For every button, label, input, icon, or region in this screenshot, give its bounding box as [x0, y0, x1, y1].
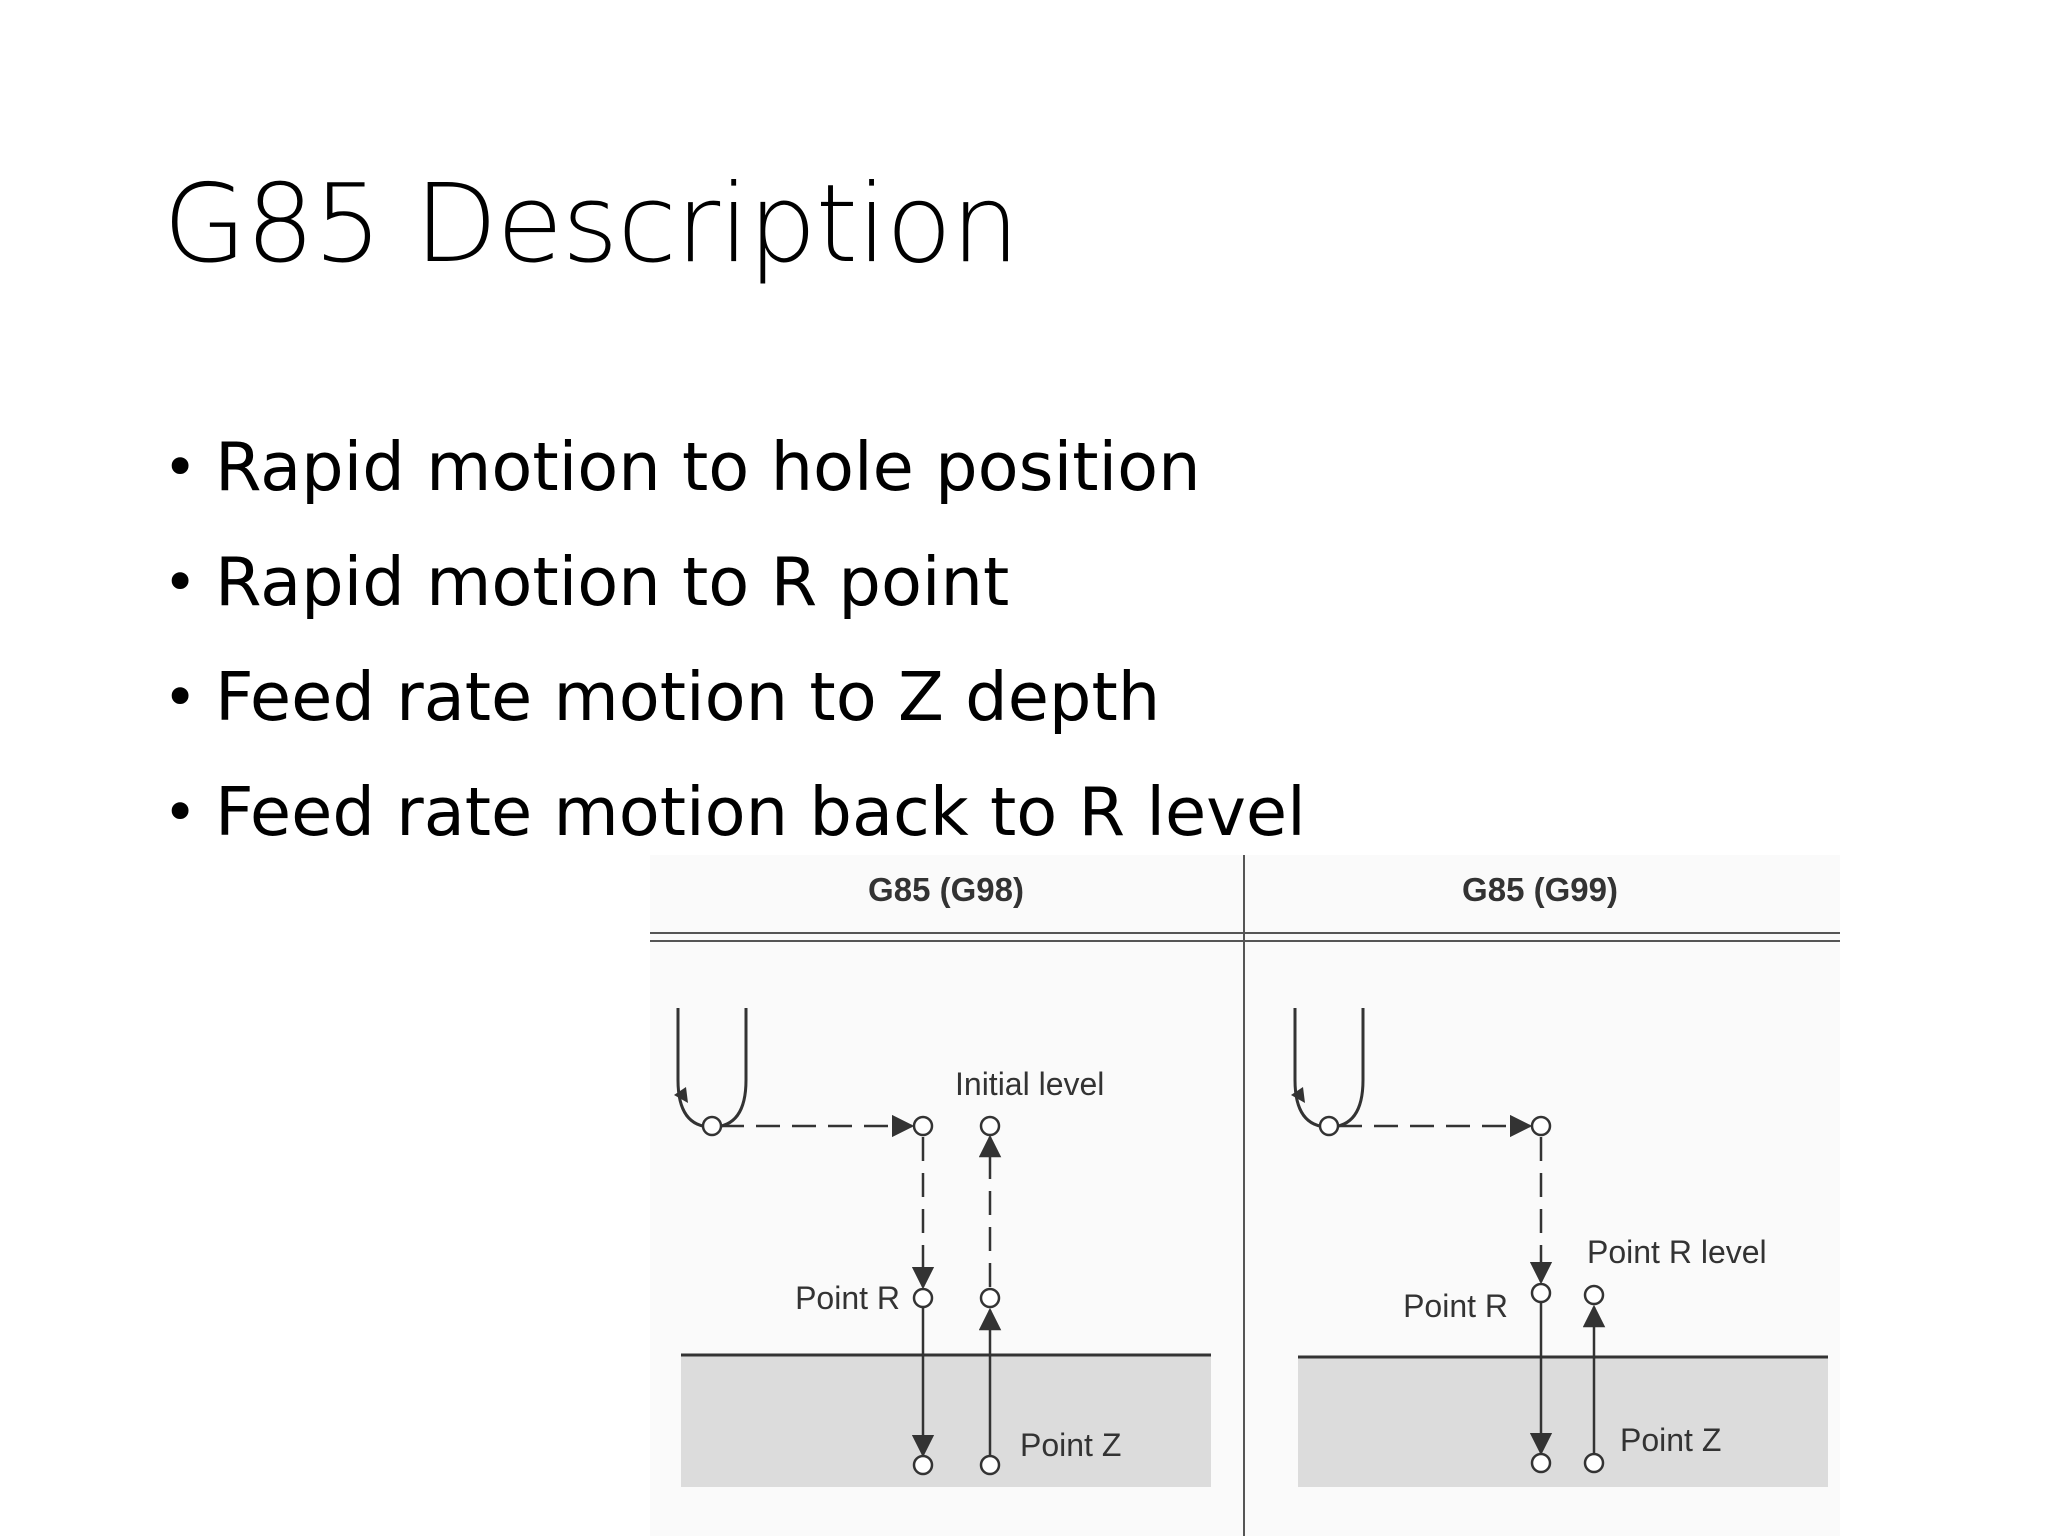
bullet-dot: •	[163, 663, 198, 731]
right-hole-point	[1530, 1115, 1552, 1137]
right-point-r-level-point	[1583, 1284, 1605, 1306]
right-point-z-return	[1583, 1452, 1605, 1474]
left-point-z-return	[979, 1454, 1001, 1476]
right-panel: Point R level Point R Point Z	[1291, 1008, 1828, 1487]
bullet-text: Feed rate motion back to R level	[215, 773, 1306, 851]
bullet-item: •Feed rate motion back to R level	[163, 765, 1306, 880]
right-tool-tip-icon	[1291, 1087, 1305, 1103]
bullet-list: •Rapid motion to hole position •Rapid mo…	[163, 420, 1306, 880]
left-hole-point	[912, 1115, 934, 1137]
left-point-z-label: Point Z	[1020, 1427, 1121, 1463]
left-initial-level-point	[979, 1115, 1001, 1137]
left-panel: Initial level Point R Point Z	[674, 1008, 1211, 1487]
right-point-r-level-label: Point R level	[1587, 1234, 1767, 1270]
right-point-r-label: Point R	[1403, 1288, 1508, 1324]
bullet-dot: •	[163, 433, 198, 501]
bullet-dot: •	[163, 548, 198, 616]
right-workpiece	[1298, 1357, 1828, 1487]
left-point-r-return	[979, 1287, 1001, 1309]
bullet-item: •Feed rate motion to Z depth	[163, 650, 1306, 765]
left-point-r-label: Point R	[795, 1280, 900, 1316]
left-start-point	[701, 1115, 723, 1137]
slide-title: G85 Description	[163, 162, 1020, 287]
left-point-z	[912, 1454, 934, 1476]
bullet-item: •Rapid motion to hole position	[163, 420, 1306, 535]
left-workpiece	[681, 1355, 1211, 1487]
left-point-r	[912, 1287, 934, 1309]
right-point-z-label: Point Z	[1620, 1422, 1721, 1458]
bullet-text: Rapid motion to hole position	[215, 428, 1201, 506]
right-start-point	[1318, 1115, 1340, 1137]
left-tool-tip-icon	[674, 1087, 688, 1103]
bullet-item: •Rapid motion to R point	[163, 535, 1306, 650]
right-point-z	[1530, 1452, 1552, 1474]
diagram-svg: G85 (G98) G85 (G99) I	[650, 855, 1840, 1536]
left-initial-level-label: Initial level	[955, 1066, 1104, 1102]
bullet-dot: •	[163, 778, 198, 846]
bullet-text: Feed rate motion to Z depth	[215, 658, 1161, 736]
right-point-r	[1530, 1282, 1552, 1304]
right-panel-header: G85 (G99)	[1462, 871, 1618, 908]
g85-cycle-diagram: G85 (G98) G85 (G99) I	[650, 855, 1850, 1536]
left-panel-header: G85 (G98)	[868, 871, 1024, 908]
bullet-text: Rapid motion to R point	[215, 543, 1010, 621]
